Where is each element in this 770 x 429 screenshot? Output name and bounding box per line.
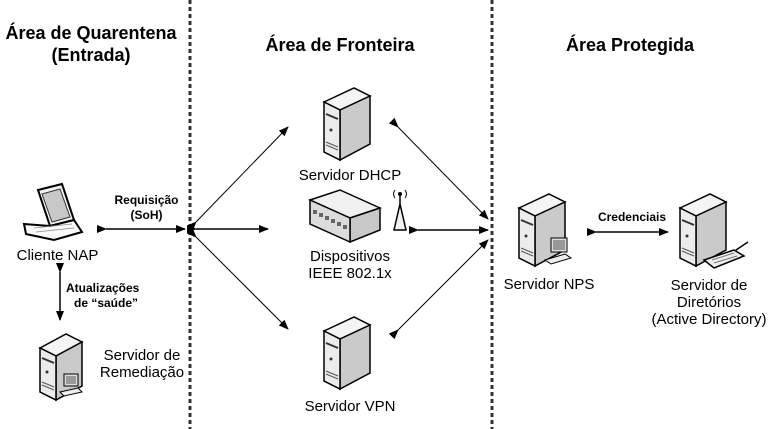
arrow-left-vpn [186,227,289,330]
request-soh-label: Requisição (SoH) [104,193,189,223]
laptop-icon [22,182,84,242]
directory-line1: Servidor de [670,277,748,294]
server-icon [678,193,749,269]
remediation-server-label: Servidor de Remediação [96,347,188,381]
client-nap-label: Cliente NAP [16,247,99,264]
remediation-line2: Remediação [99,364,185,381]
arrow-vpn-right [388,239,489,340]
directory-server-label: Servidor de Diretórios (Active Directory… [648,277,770,328]
dhcp-server-label: Servidor DHCP [298,167,402,184]
zone-title-quarantine: Área de Quarentena (Entrada) [0,22,182,66]
antenna-icon [393,189,407,231]
ieee-line1: Dispositivos [309,248,391,265]
directory-line3: (Active Directory) [651,311,767,328]
credentials-label: Credenciais [597,210,667,224]
health-label-line2: de “saúde” [74,296,139,310]
request-label-line1: Requisição [114,193,179,207]
switch-icon [307,189,407,244]
remediation-line1: Servidor de [103,347,181,364]
nps-server-label: Servidor NPS [503,276,595,293]
directory-line2: Diretórios [676,294,742,311]
health-label-line1: Atualizações [66,281,140,295]
ieee-line2: IEEE 802.1x [308,265,392,282]
server-icon [38,333,84,402]
request-label-line2: (SoH) [130,208,163,222]
health-updates-label: Atualizações de “saúde” [66,281,156,311]
zone-title-boundary: Área de Fronteira [265,35,415,55]
server-icon [517,193,573,268]
zone-title-quarantine-line2: (Entrada) [51,45,131,65]
arrow-dhcp-right [388,117,489,220]
zone-title-protected: Área Protegida [565,35,695,55]
vpn-server-label: Servidor VPN [304,398,396,415]
zone-title-quarantine-line1: Área de Quarentena [5,23,177,43]
ieee-devices-label: Dispositivos IEEE 802.1x [290,248,410,282]
server-icon [322,316,372,391]
arrow-left-dhcp [186,126,289,232]
server-icon [322,87,372,162]
